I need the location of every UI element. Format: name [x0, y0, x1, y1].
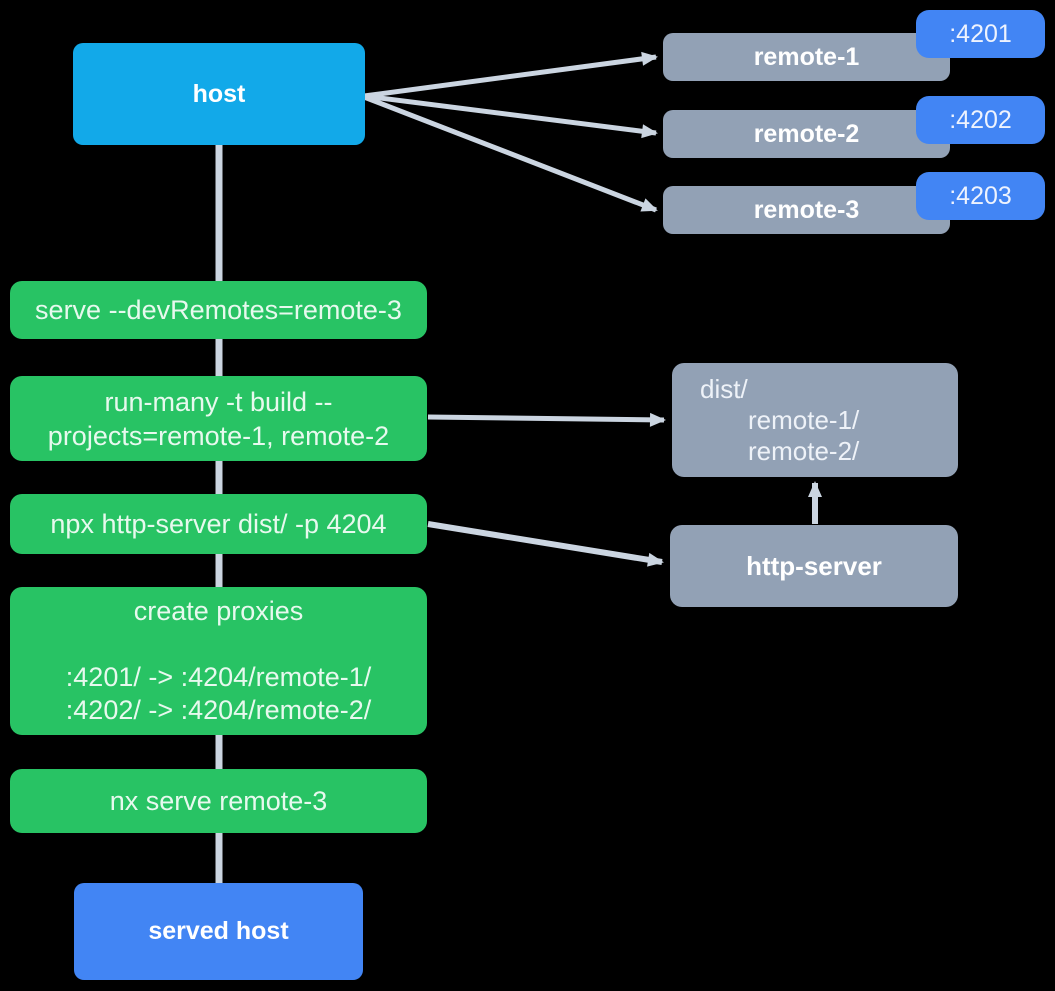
served-host-node: served host	[74, 883, 363, 980]
step-run-many-build: run-many -t build -- projects=remote-1, …	[10, 376, 427, 461]
remote-3-port-badge: :4203	[916, 172, 1045, 220]
arrow-host-to-remote-3	[363, 94, 658, 213]
http-server-label: http-server	[746, 550, 882, 581]
step-npx-http-server-label: npx http-server dist/ -p 4204	[50, 509, 387, 539]
arrow-host-to-remote-2	[363, 93, 658, 139]
remote-1-label: remote-1	[753, 42, 860, 71]
remote-3-port: :4203	[949, 181, 1012, 210]
host-node: host	[73, 43, 365, 145]
http-server-node: http-server	[670, 525, 958, 607]
step-npx-http-server: npx http-server dist/ -p 4204	[10, 494, 427, 554]
remote-3-label: remote-3	[753, 195, 860, 224]
step-create-proxies-label: create proxies :4201/ -> :4204/remote-1/…	[65, 596, 372, 725]
remote-3-node: remote-3	[663, 186, 950, 234]
step-create-proxies: create proxies :4201/ -> :4204/remote-1/…	[10, 587, 427, 735]
step-nx-serve-remote-3-label: nx serve remote-3	[109, 786, 328, 816]
arrow-host-to-remote-1	[363, 51, 658, 99]
step-run-many-build-label: run-many -t build -- projects=remote-1, …	[47, 386, 390, 451]
remote-1-port: :4201	[949, 19, 1012, 48]
served-host-label: served host	[148, 917, 289, 945]
step-serve-devremotes: serve --devRemotes=remote-3	[10, 281, 427, 339]
remote-2-port-badge: :4202	[916, 96, 1045, 144]
dist-folder-node: dist/ remote-1/ remote-2/	[672, 363, 958, 477]
remote-1-port-badge: :4201	[916, 10, 1045, 58]
arrow-run-many-to-dist	[427, 412, 666, 427]
host-label: host	[192, 79, 246, 108]
remote-2-label: remote-2	[753, 119, 860, 148]
dist-folder-item-remote-1: remote-1/	[748, 404, 860, 435]
remote-2-node: remote-2	[663, 110, 950, 158]
step-nx-serve-remote-3: nx serve remote-3	[10, 769, 427, 833]
arrow-http-server-cmd-to-http-server	[427, 521, 664, 567]
dist-folder-item-remote-2: remote-2/	[748, 435, 860, 466]
dist-folder-title: dist/	[700, 373, 748, 404]
remote-2-port: :4202	[949, 105, 1012, 134]
step-serve-devremotes-label: serve --devRemotes=remote-3	[35, 295, 402, 325]
remote-1-node: remote-1	[663, 33, 950, 81]
